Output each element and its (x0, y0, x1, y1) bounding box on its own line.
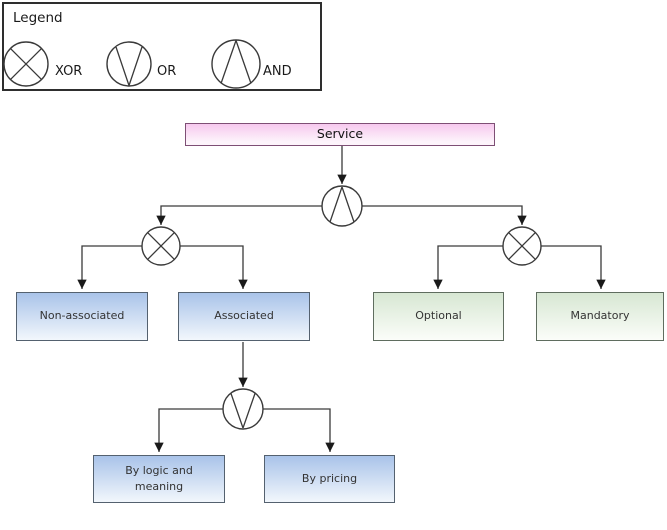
node-by-pricing-label: By pricing (301, 471, 358, 485)
node-associated: Associated (178, 292, 310, 341)
node-by-pricing: By pricing (264, 455, 395, 503)
node-service-label: Service (316, 126, 364, 142)
node-optional: Optional (373, 292, 504, 341)
legend-label-or: OR (157, 64, 177, 79)
legend-xor-gate-icon (3, 41, 49, 87)
xor-gate-right-icon (502, 226, 542, 266)
node-non-associated: Non-associated (16, 292, 148, 341)
node-mandatory-label: Mandatory (570, 309, 630, 323)
node-service: Service (185, 123, 495, 146)
connector-and-to-left-xor (156, 205, 322, 225)
legend-box: Legend (2, 2, 322, 91)
and-gate-icon (321, 185, 363, 227)
connector-xor-to-nonassociated (77, 245, 143, 289)
node-by-logic-and-meaning-label: By logic and meaning (125, 463, 193, 494)
xor-gate-left-icon (141, 226, 181, 266)
connector-xor-to-mandatory (540, 245, 606, 289)
legend-or-gate-icon (106, 41, 152, 87)
legend-label-xor: XOR (55, 64, 83, 79)
or-gate-icon (222, 388, 264, 430)
node-associated-label: Associated (214, 309, 274, 323)
legend-and-gate-icon (211, 39, 261, 89)
connector-or-to-bypricing (262, 408, 335, 452)
connector-and-to-right-xor (362, 205, 527, 225)
connector-xor-to-associated (179, 245, 248, 289)
node-by-logic-and-meaning: By logic and meaning (93, 455, 225, 503)
node-optional-label: Optional (415, 309, 462, 323)
legend-title: Legend (13, 10, 63, 26)
connector-or-to-bylogic (154, 408, 224, 452)
legend-label-and: AND (263, 64, 292, 79)
node-mandatory: Mandatory (536, 292, 664, 341)
node-non-associated-label: Non-associated (39, 309, 125, 323)
connector-xor-to-optional (433, 245, 504, 289)
